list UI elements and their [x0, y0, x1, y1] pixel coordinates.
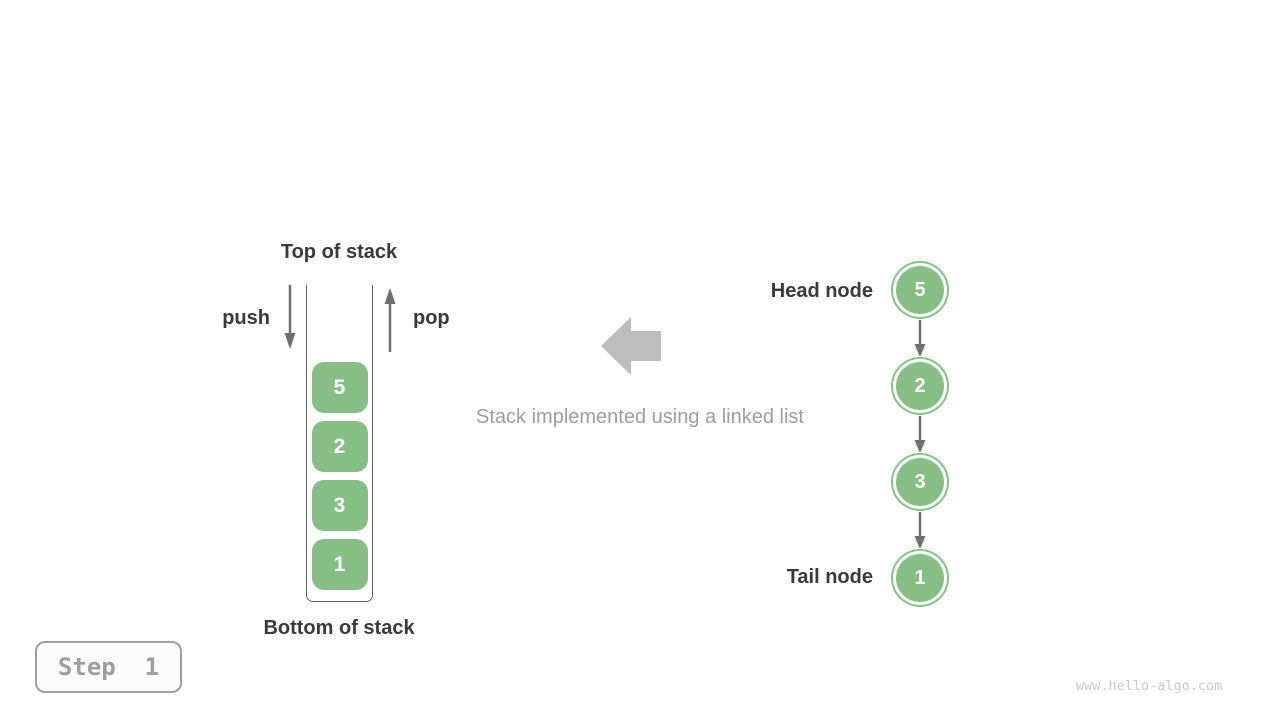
stack-item: 2 [311, 421, 368, 472]
left-block-arrow-icon [601, 317, 661, 375]
stack-container: 5 2 3 1 [306, 285, 373, 602]
diagram-caption: Stack implemented using a linked list [476, 406, 804, 428]
push-label: push [222, 307, 270, 329]
top-of-stack-label: Top of stack [280, 241, 398, 263]
link-arrow-down-icon [914, 512, 926, 549]
bottom-of-stack-label: Bottom of stack [263, 617, 415, 639]
stack-item: 5 [311, 362, 368, 413]
stack-item: 1 [311, 539, 368, 590]
watermark: www.hello-algo.com [1076, 678, 1223, 694]
head-node-label: Head node [770, 280, 873, 302]
pop-label: pop [413, 307, 450, 329]
pop-arrow-up-icon [384, 288, 396, 352]
step-badge: Step 1 [35, 641, 182, 693]
push-arrow-down-icon [284, 285, 296, 349]
tail-node-label: Tail node [786, 566, 873, 588]
stack-item: 3 [311, 480, 368, 531]
linked-list-node: 5 [893, 263, 947, 317]
link-arrow-down-icon [914, 416, 926, 453]
linked-list-node: 1 [893, 551, 947, 605]
linked-list-node: 3 [893, 455, 947, 509]
link-arrow-down-icon [914, 320, 926, 357]
linked-list-node: 2 [893, 359, 947, 413]
